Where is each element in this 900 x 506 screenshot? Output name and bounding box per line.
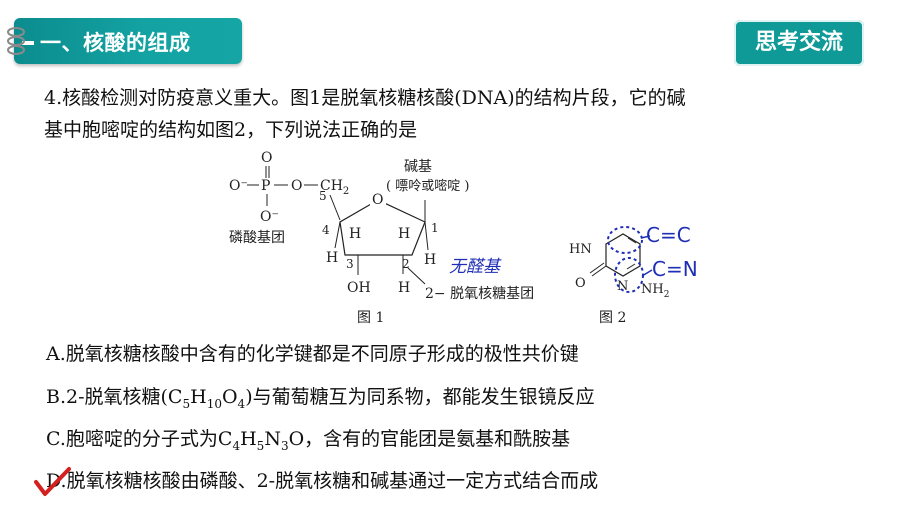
question-line-1: 4.核酸检测对防疫意义重大。图1是脱氧核糖核酸(DNA)的结构片段，它的碱 [44, 87, 686, 109]
fig1-ring-o: O [372, 192, 383, 208]
fig2-hn: HN [569, 242, 592, 257]
fig1-caption: 图 1 [357, 310, 384, 326]
section-title-tab: 一、核酸的组成 [14, 18, 242, 64]
section-title: 一、核酸的组成 [40, 31, 191, 55]
fig1-num-2: 2 [402, 257, 410, 271]
question-line-2: 基中胞嘧啶的结构如图2，下列说法正确的是 [44, 119, 418, 141]
think-discuss-badge: 思考交流 [734, 20, 864, 66]
fig1-ch2: CH2 [320, 178, 349, 197]
fig1-h-b: H [398, 226, 410, 242]
fig1-h-e: H [398, 280, 410, 296]
fig2-caption: 图 2 [599, 310, 626, 326]
figure-2: HN O N NH2 C=C C=N 图 2 [569, 223, 698, 326]
fig1-phosphate-label: 磷酸基团 [229, 229, 285, 246]
fig1-base-label: 碱基 [404, 158, 432, 175]
fig2-nh2: NH2 [641, 282, 669, 300]
option-d: D.脱氧核糖核酸由磷酸、2-脱氧核糖和碱基通过一定方式结合而成 [46, 470, 599, 492]
fig2-n: N [617, 279, 628, 294]
fig1-base-note: ( 嘌呤或嘧啶 ) [386, 178, 469, 194]
fig2-note-cc: C=C [646, 223, 691, 247]
fig1-num-1: 1 [431, 221, 439, 235]
fig1-o-mid: O [291, 178, 302, 194]
fig1-num-4: 4 [322, 223, 330, 237]
fig1-h-c: H [326, 250, 338, 266]
fig1-o-minus-left: O⁻ [229, 178, 248, 194]
fig1-oh: OH [347, 280, 371, 296]
fig1-annotation: 无醛基 [449, 257, 502, 277]
fig1-h-d: H [424, 252, 436, 268]
option-a: A.脱氧核糖核酸中含有的化学键都是不同原子形成的极性共价键 [46, 343, 579, 365]
option-c: C.胞嘧啶的分子式为C4H5N3O，含有的官能团是氨基和酰胺基 [46, 428, 571, 453]
binder-rings-icon [7, 27, 25, 55]
figure-1: O O⁻ P O CH2 O⁻ 磷酸基团 碱基 ( 嘌呤或嘧啶 ) 5 O 1 … [229, 150, 534, 326]
checkmark-icon [34, 467, 71, 496]
fig1-o-minus-bottom: O⁻ [260, 209, 279, 225]
option-b: B.2-脱氧核糖(C5H10O4)与葡萄糖互为同系物，都能发生银镜反应 [46, 386, 595, 411]
fig1-o-top: O [261, 150, 272, 166]
fig2-o: O [575, 276, 586, 291]
question-text: 4.核酸检测对防疫意义重大。图1是脱氧核糖核酸(DNA)的结构片段，它的碱 基中… [44, 82, 844, 146]
fig2-note-cn: C=N [652, 257, 698, 281]
fig1-h-a: H [349, 226, 361, 242]
fig1-sugar-label: 2− 脱氧核糖基团 [425, 285, 534, 302]
title-dash [22, 41, 34, 45]
fig1-num-5: 5 [319, 189, 327, 203]
fig1-p: P [261, 178, 270, 194]
fig1-num-3: 3 [346, 257, 354, 271]
